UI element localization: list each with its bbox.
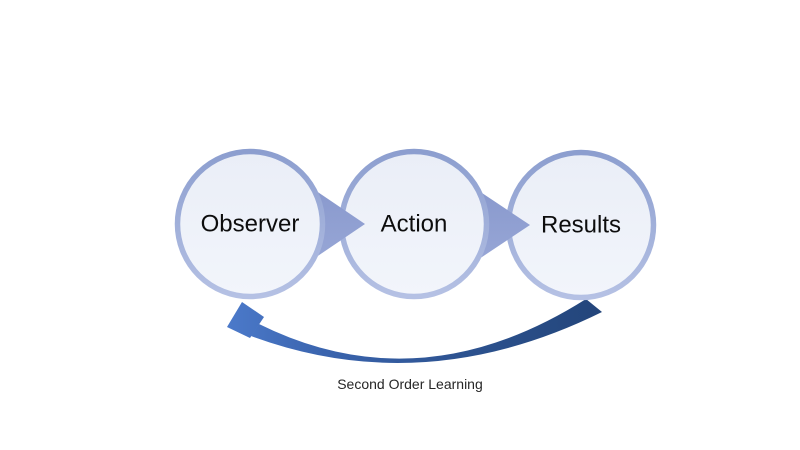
node-label-results: Results [541,212,621,239]
feedback-arrow-shaft [251,299,602,363]
node-label-observer: Observer [201,211,300,238]
feedback-arrowhead-icon [227,302,264,338]
feedback-arrow-label: Second Order Learning [337,376,483,392]
node-label-action: Action [381,211,448,238]
node-circle-observer [174,148,326,300]
